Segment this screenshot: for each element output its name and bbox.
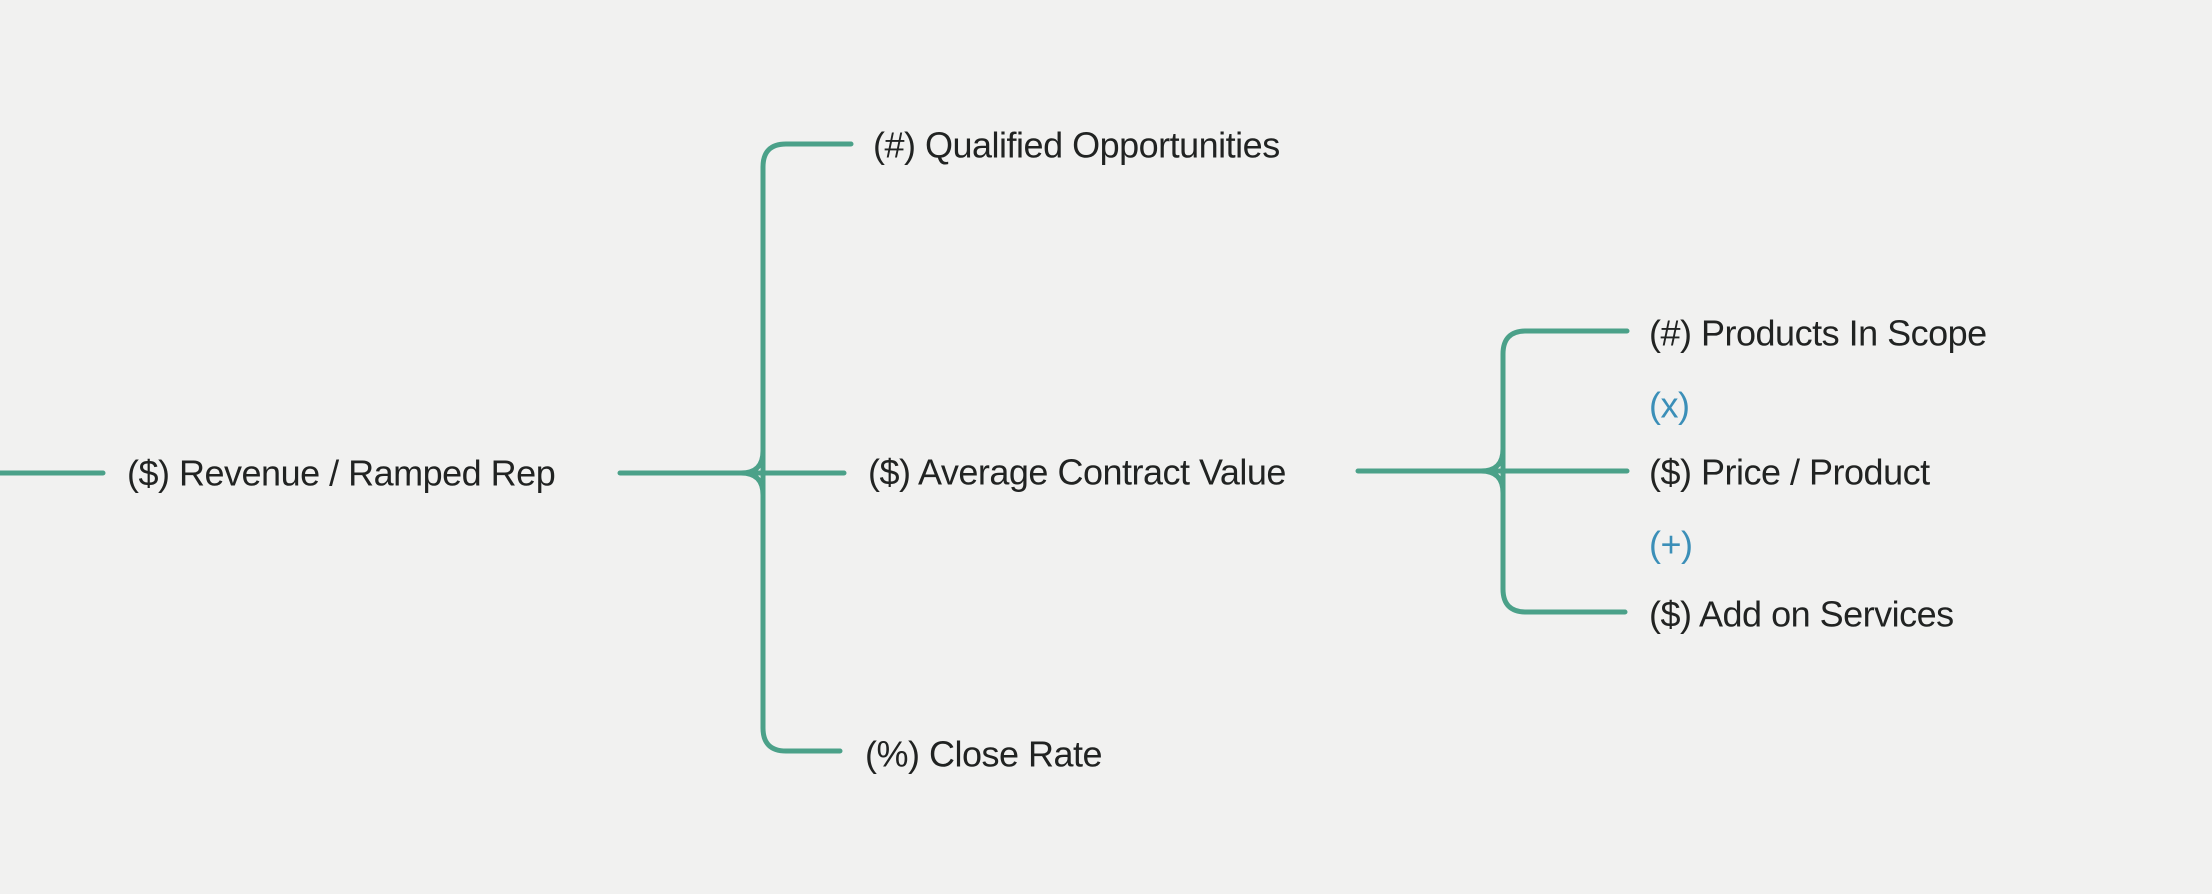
fork1-fillet-lower <box>738 470 766 498</box>
node-products-in-scope[interactable]: (#) Products In Scope <box>1649 312 1987 354</box>
edge-group <box>0 141 1630 754</box>
operator-add[interactable]: (+) <box>1649 523 1693 565</box>
fork1-bracket <box>760 141 854 754</box>
node-average-contract-value[interactable]: ($) Average Contract Value <box>868 451 1286 493</box>
fork1-fillet-upper <box>738 448 766 476</box>
node-add-on-services[interactable]: ($) Add on Services <box>1649 593 1954 635</box>
fork2-fillet-upper <box>1478 446 1506 474</box>
fork2-fillet-lower <box>1478 468 1506 496</box>
node-qualified-opportunities[interactable]: (#) Qualified Opportunities <box>873 124 1280 166</box>
node-price-per-product[interactable]: ($) Price / Product <box>1649 451 1930 493</box>
operator-multiply[interactable]: (x) <box>1649 384 1690 426</box>
node-revenue-per-ramped-rep[interactable]: ($) Revenue / Ramped Rep <box>127 452 556 494</box>
node-close-rate[interactable]: (%) Close Rate <box>865 733 1103 775</box>
fork2-bracket <box>1500 328 1630 615</box>
